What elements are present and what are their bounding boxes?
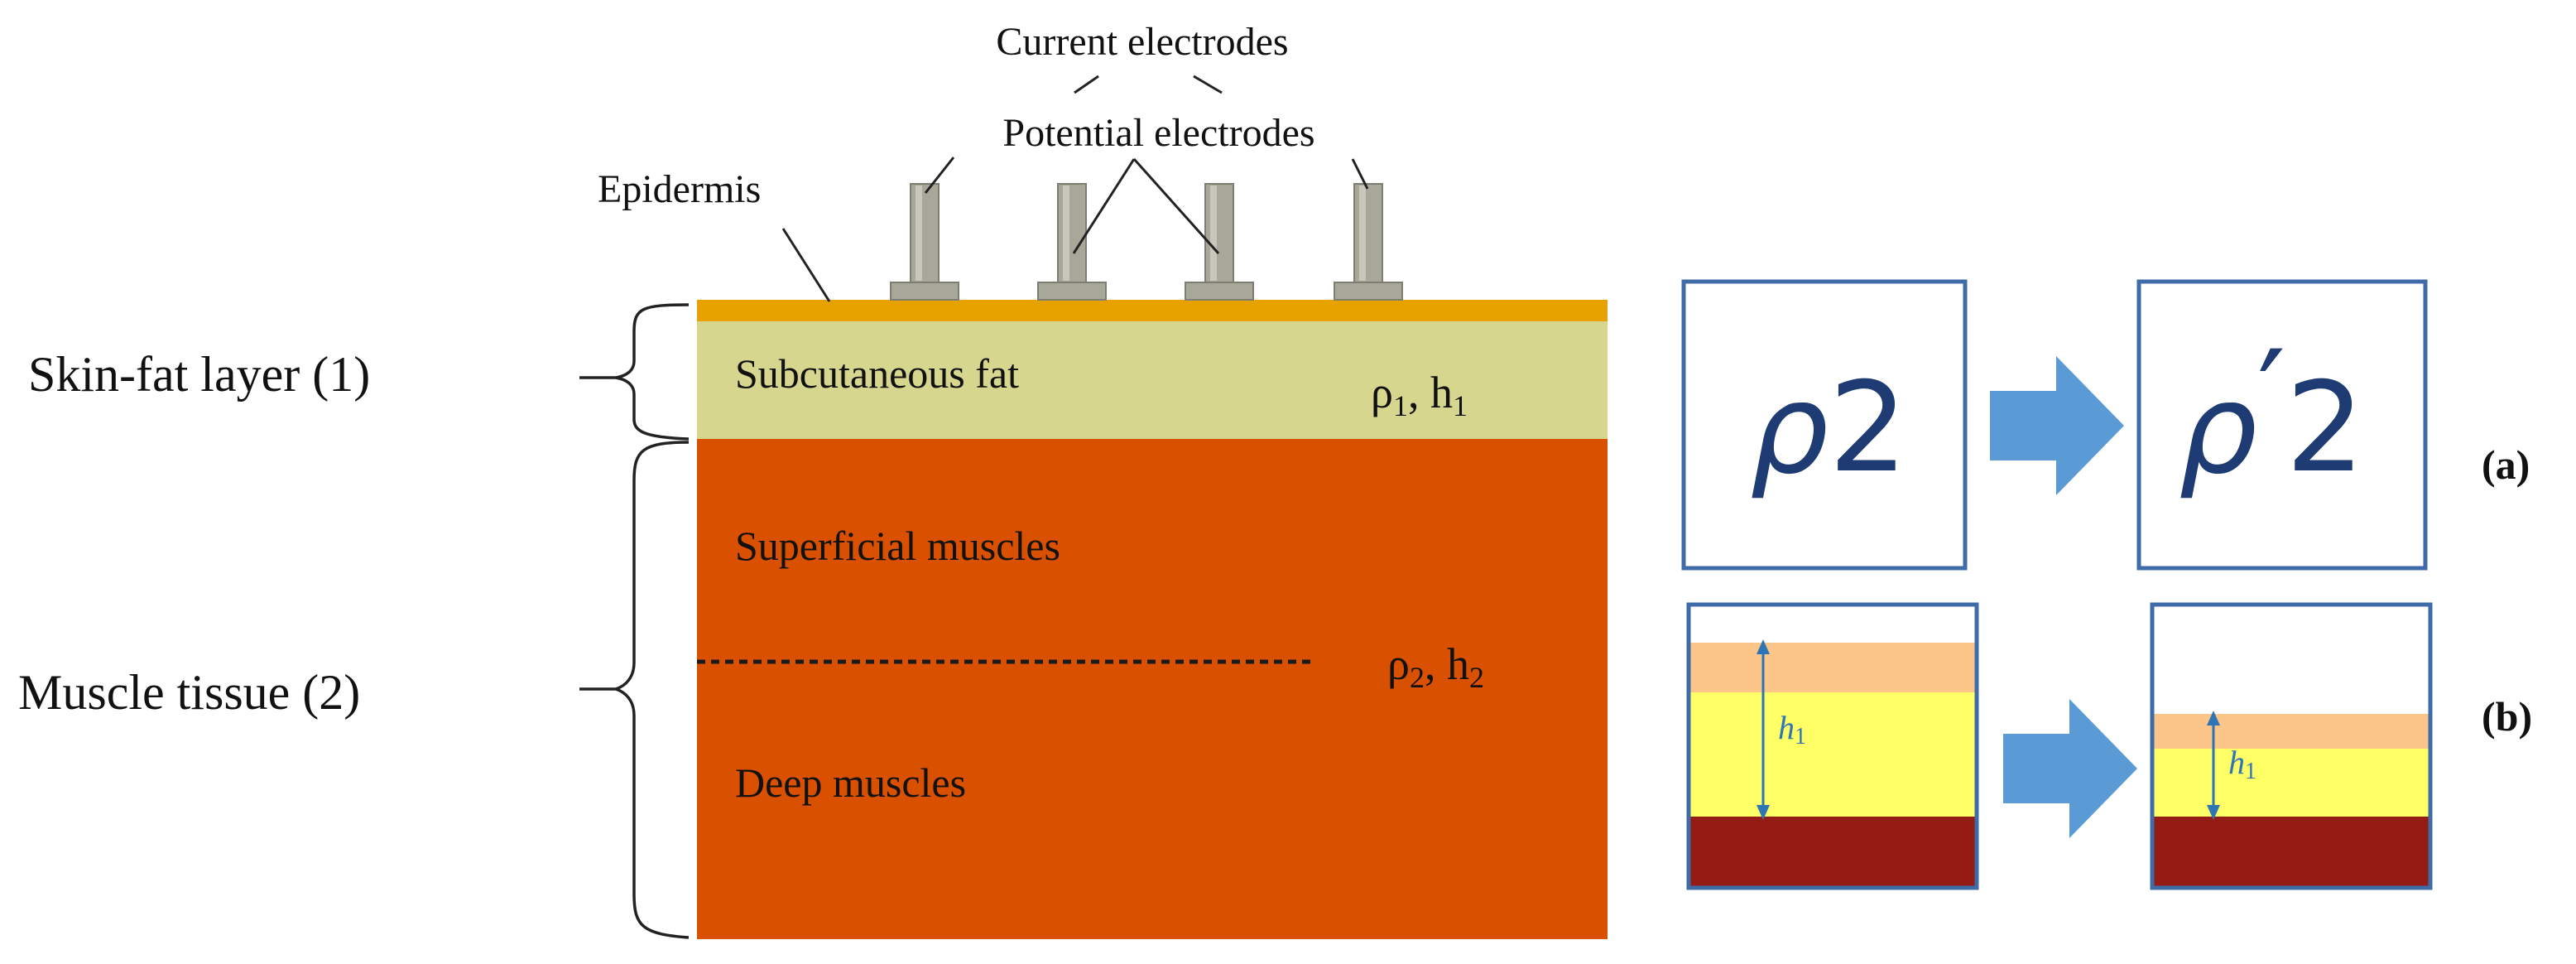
muscle-tissue-brace <box>611 441 690 939</box>
panel-a-after-box <box>2136 279 2428 571</box>
epidermis-layer <box>697 300 1608 321</box>
current-electrodes-label: Current electrodes <box>996 20 1288 64</box>
potential-leader-e3 <box>1132 157 1220 255</box>
panel-b-after-h-label: h1 <box>2228 744 2256 784</box>
potential-leader-e1 <box>924 157 955 194</box>
panel-a-arrow <box>1990 356 2124 495</box>
potential-leader-e4 <box>1351 158 1369 190</box>
panel-a-tag: (a) <box>2482 441 2530 488</box>
layer2-params: ρ2, h2 <box>1387 639 1484 694</box>
deep-muscles-label: Deep muscles <box>735 759 966 806</box>
current-leader-left <box>1074 75 1099 94</box>
potential-electrodes-label: Potential electrodes <box>1002 111 1314 155</box>
electrode-4 <box>1334 183 1403 301</box>
panel-a-after-rho: ρ′2 <box>2179 325 2365 502</box>
electrode-2 <box>1037 183 1107 301</box>
panel-b-before-muscle <box>1689 817 1977 888</box>
panel-b-after-skin <box>2152 714 2430 749</box>
panel-a-before-rho: ρ2 <box>1750 356 1908 502</box>
subcutaneous-fat-label: Subcutaneous fat <box>735 350 1019 397</box>
panel-b-after: h1 <box>2150 602 2433 890</box>
muscle-layer <box>697 439 1608 939</box>
layer1-params: ρ1, h1 <box>1371 368 1468 422</box>
fat-layer <box>697 321 1608 439</box>
potential-leader-e2 <box>1072 158 1136 254</box>
muscle-tissue-label: Muscle tissue (2) <box>18 665 360 720</box>
panel-b-arrow <box>2003 699 2137 838</box>
panel-b-after-fat <box>2152 749 2430 817</box>
panel-b-before-fat <box>1689 692 1977 817</box>
electrode-1 <box>890 183 959 301</box>
epidermis-leader <box>781 228 831 302</box>
current-leader-right <box>1193 75 1223 94</box>
panel-b-after-muscle <box>2152 817 2430 888</box>
electrode-3 <box>1185 183 1254 301</box>
panel-b-before-skin <box>1689 643 1977 692</box>
panel-b-before: h1 <box>1686 602 1979 890</box>
panel-b-tag: (b) <box>2482 693 2532 740</box>
skin-fat-brace <box>615 303 690 441</box>
superficial-muscles-label: Superficial muscles <box>735 523 1060 569</box>
panel-b-before-h-label: h1 <box>1778 709 1806 750</box>
epidermis-label: Epidermis <box>598 167 761 211</box>
skin-fat-layer-label: Skin-fat layer (1) <box>28 347 370 402</box>
panel-a-before-box <box>1681 279 1968 571</box>
